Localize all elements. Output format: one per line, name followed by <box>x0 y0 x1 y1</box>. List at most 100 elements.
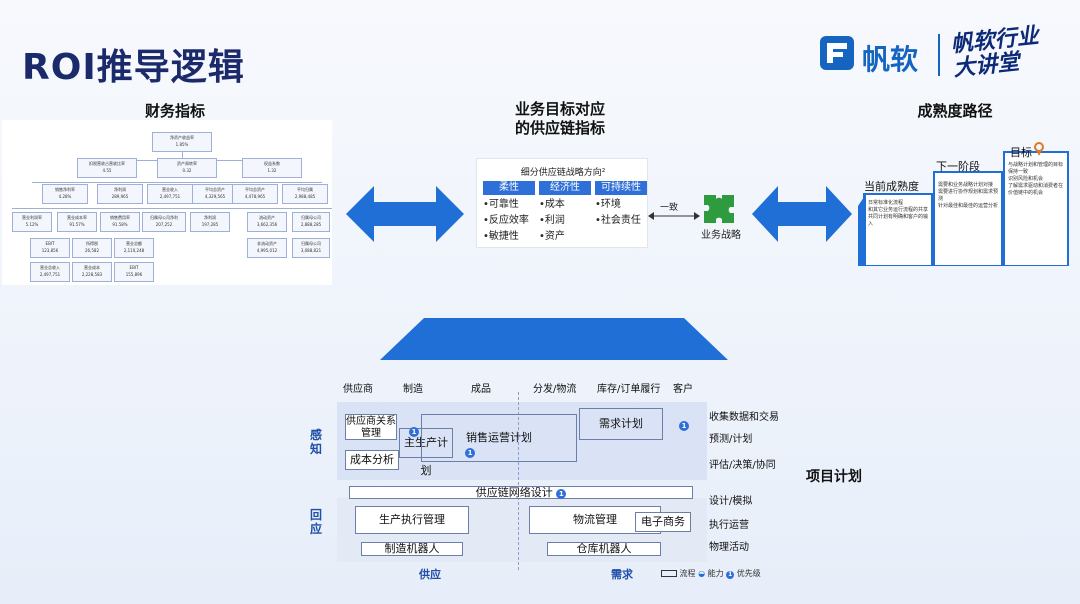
sc-item: •可靠性 <box>483 199 519 210</box>
supply-chain-direction-box: 细分供应链战略方向² 柔性 •可靠性 •反应效率 •敏捷性 经济性 •成本 •利… <box>476 158 648 248</box>
tree-node: 平均归属 2,988,485 <box>282 184 328 204</box>
priority-badge-icon: 1 <box>679 421 689 431</box>
col-header: 分发/物流 <box>533 384 577 395</box>
tree-node-value: 0.32 <box>182 168 192 173</box>
tree-node: 营业收入 2,497,751 <box>147 184 193 204</box>
maturity-step3-bullets: 与战略计划和管理的目标保持一致 识别风险和机会 了解需求驱动和消费者在价值链中的… <box>1008 162 1066 197</box>
supply-chain-heading-line1: 业务目标对应 <box>514 100 605 118</box>
maturity-step3-label: 目标 <box>1010 146 1032 159</box>
tree-node: EBIT 123,856 <box>30 238 70 258</box>
tree-node: 流动资产 3,662,356 <box>247 212 287 232</box>
row-label: 评估/决策/协同 <box>709 460 776 471</box>
network-design-box: 供应链网络设计 1 <box>349 486 693 499</box>
col-header: 客户 <box>673 384 693 395</box>
project-plan-title: 项目计划 <box>806 469 862 485</box>
supplier-relationship-box: 供应商关系管理 <box>345 414 397 440</box>
sc-column-sustainability: 可持续性 •环境 •社会责任 <box>595 181 647 227</box>
supply-chain-heading: 业务目标对应 的供应链指标 <box>490 100 630 138</box>
col-header: 供应商 <box>343 384 373 395</box>
tree-node-label: 销售净利率 <box>55 187 75 192</box>
tree-node-value: 2,988,485 <box>294 194 316 199</box>
maturity-stairs-shape <box>858 151 1069 266</box>
tree-node-label: 归属母公司 <box>301 241 321 246</box>
tree-node-label: 净利润 <box>204 215 216 220</box>
align-label: 一致 <box>660 203 679 213</box>
tree-node-value: 2,110,248 <box>123 248 145 253</box>
tree-node-value: 2,497,751 <box>159 194 181 199</box>
tree-node-label: 营业成本 <box>84 265 100 270</box>
tree-node-label: 平均总资产 <box>245 187 265 192</box>
tree-node: 所得税 26,582 <box>72 238 112 258</box>
maturity-bullet: 了解需求驱动和消费者在价值链中的机会 <box>1008 183 1064 196</box>
slide-title: ROI推导逻辑 <box>22 47 245 88</box>
sc-column-label: 可持续性 <box>595 181 647 195</box>
tree-node: 销售费用率 91.58% <box>100 212 140 232</box>
sc-header: 细分供应链战略方向² <box>520 168 606 178</box>
double-arrow-left-icon <box>346 186 464 242</box>
tree-node: 资产周转率 0.32 <box>157 158 217 178</box>
tree-node-value: 2,228,583 <box>81 272 103 277</box>
double-arrow-right-icon <box>752 186 852 242</box>
master-production-plan-box: 主生产计划 <box>399 428 453 477</box>
tree-node-value: 197,285 <box>201 222 219 227</box>
tree-node-label: 权益系数 <box>264 161 280 166</box>
tree-node: 营业成本 2,228,583 <box>72 262 112 282</box>
tree-node: 归属母公司净利 207,252 <box>142 212 186 232</box>
legend-priority: 优先级 <box>736 569 761 578</box>
sc-item: •成本 <box>539 199 565 210</box>
tree-node: 扣税营收占营收比率 4.55 <box>77 158 137 178</box>
row-label: 设计/模拟 <box>709 496 753 507</box>
tree-node: 权益系数 1.32 <box>242 158 302 178</box>
tree-node-label: 资产周转率 <box>177 161 197 166</box>
tree-node-value: 1.32 <box>267 168 277 173</box>
tree-node: 销售净利率 4.28% <box>42 184 88 204</box>
maturity-step1-label: 当前成熟度 <box>864 180 919 193</box>
tree-node-root: 净资产收益率 1.85% <box>152 132 212 152</box>
maturity-bullet: 和其它业务运行流程的共享 <box>868 207 929 213</box>
sc-item: •资产 <box>539 231 565 242</box>
tree-node-value: 91.58% <box>112 222 128 227</box>
maturity-heading: 成熟度路径 <box>917 102 993 120</box>
sc-column-flexibility: 柔性 •可靠性 •反应效率 •敏捷性 <box>483 181 535 243</box>
tree-node-label: 所得税 <box>86 241 98 246</box>
tree-node-label: 净利润 <box>114 187 126 192</box>
tree-node-label: EBIT <box>129 265 139 270</box>
brand-slogan: 帆软行业 大讲堂 <box>950 22 1064 82</box>
maturity-bullet: 日常标准化流程 <box>868 200 904 206</box>
supply-label: 供应 <box>419 568 441 581</box>
tree-node-label: 非流动资产 <box>257 241 277 246</box>
tree-node: 营业总额 2,110,248 <box>114 238 154 258</box>
maturity-bullet: 共同计划有明确和客户的输入 <box>868 214 929 227</box>
col-header: 制造 <box>403 384 423 395</box>
sales-ops-plan-box: 销售运营计划 <box>421 414 577 462</box>
priority-badge-icon: 1 <box>465 448 475 458</box>
tree-node-value: 4,329,565 <box>204 194 226 199</box>
ecommerce-box: 电子商务 <box>635 512 691 532</box>
project-planning-grid: 供应商 制造 成品 分发/物流 库存/订单履行 客户 收集数据和交易 预测/计划… <box>307 380 787 582</box>
tree-node-label: 归属母公司净利 <box>150 215 178 220</box>
tree-node-value: 123,856 <box>41 248 59 253</box>
sc-item: •环境 <box>595 199 621 210</box>
sc-item: •反应效率 <box>483 215 529 226</box>
finance-heading: 财务指标 <box>144 102 205 120</box>
maturity-path: 当前成熟度 下一阶段 目标 日常标准化流程 和其它业务运行流程的共享 共同计划有… <box>858 138 1070 266</box>
sc-item: •利润 <box>539 215 565 226</box>
tree-node-label: 营业收入 <box>162 187 178 192</box>
tree-node-label: 平均总资产 <box>205 187 225 192</box>
tree-node-value: 289,965 <box>111 194 129 199</box>
tree-node-value: 1.85% <box>175 142 189 147</box>
priority-badge-icon: 1 <box>556 489 567 499</box>
sc-item: •敏捷性 <box>483 231 519 242</box>
tree-node-label: 流动资产 <box>259 215 275 220</box>
tree-node: EBIT 155,896 <box>114 262 154 282</box>
demand-plan-box: 需求计划 <box>579 408 663 440</box>
tree-node-label: 营业利润率 <box>22 215 42 220</box>
tree-node: 平均总资产 4,329,565 <box>192 184 238 204</box>
capability-legend-icon: ◒ <box>698 569 706 578</box>
grid-legend: 流程 ◒ 能力 1 优先级 <box>661 568 761 579</box>
production-exec-box: 生产执行管理 <box>355 506 469 534</box>
tree-node-value: 2,888,285 <box>300 222 322 227</box>
tree-node: 营业利润率 5.12% <box>12 212 52 232</box>
tree-node: 营业成本率 91.57% <box>57 212 97 232</box>
tree-node-label: 销售费用率 <box>110 215 130 220</box>
